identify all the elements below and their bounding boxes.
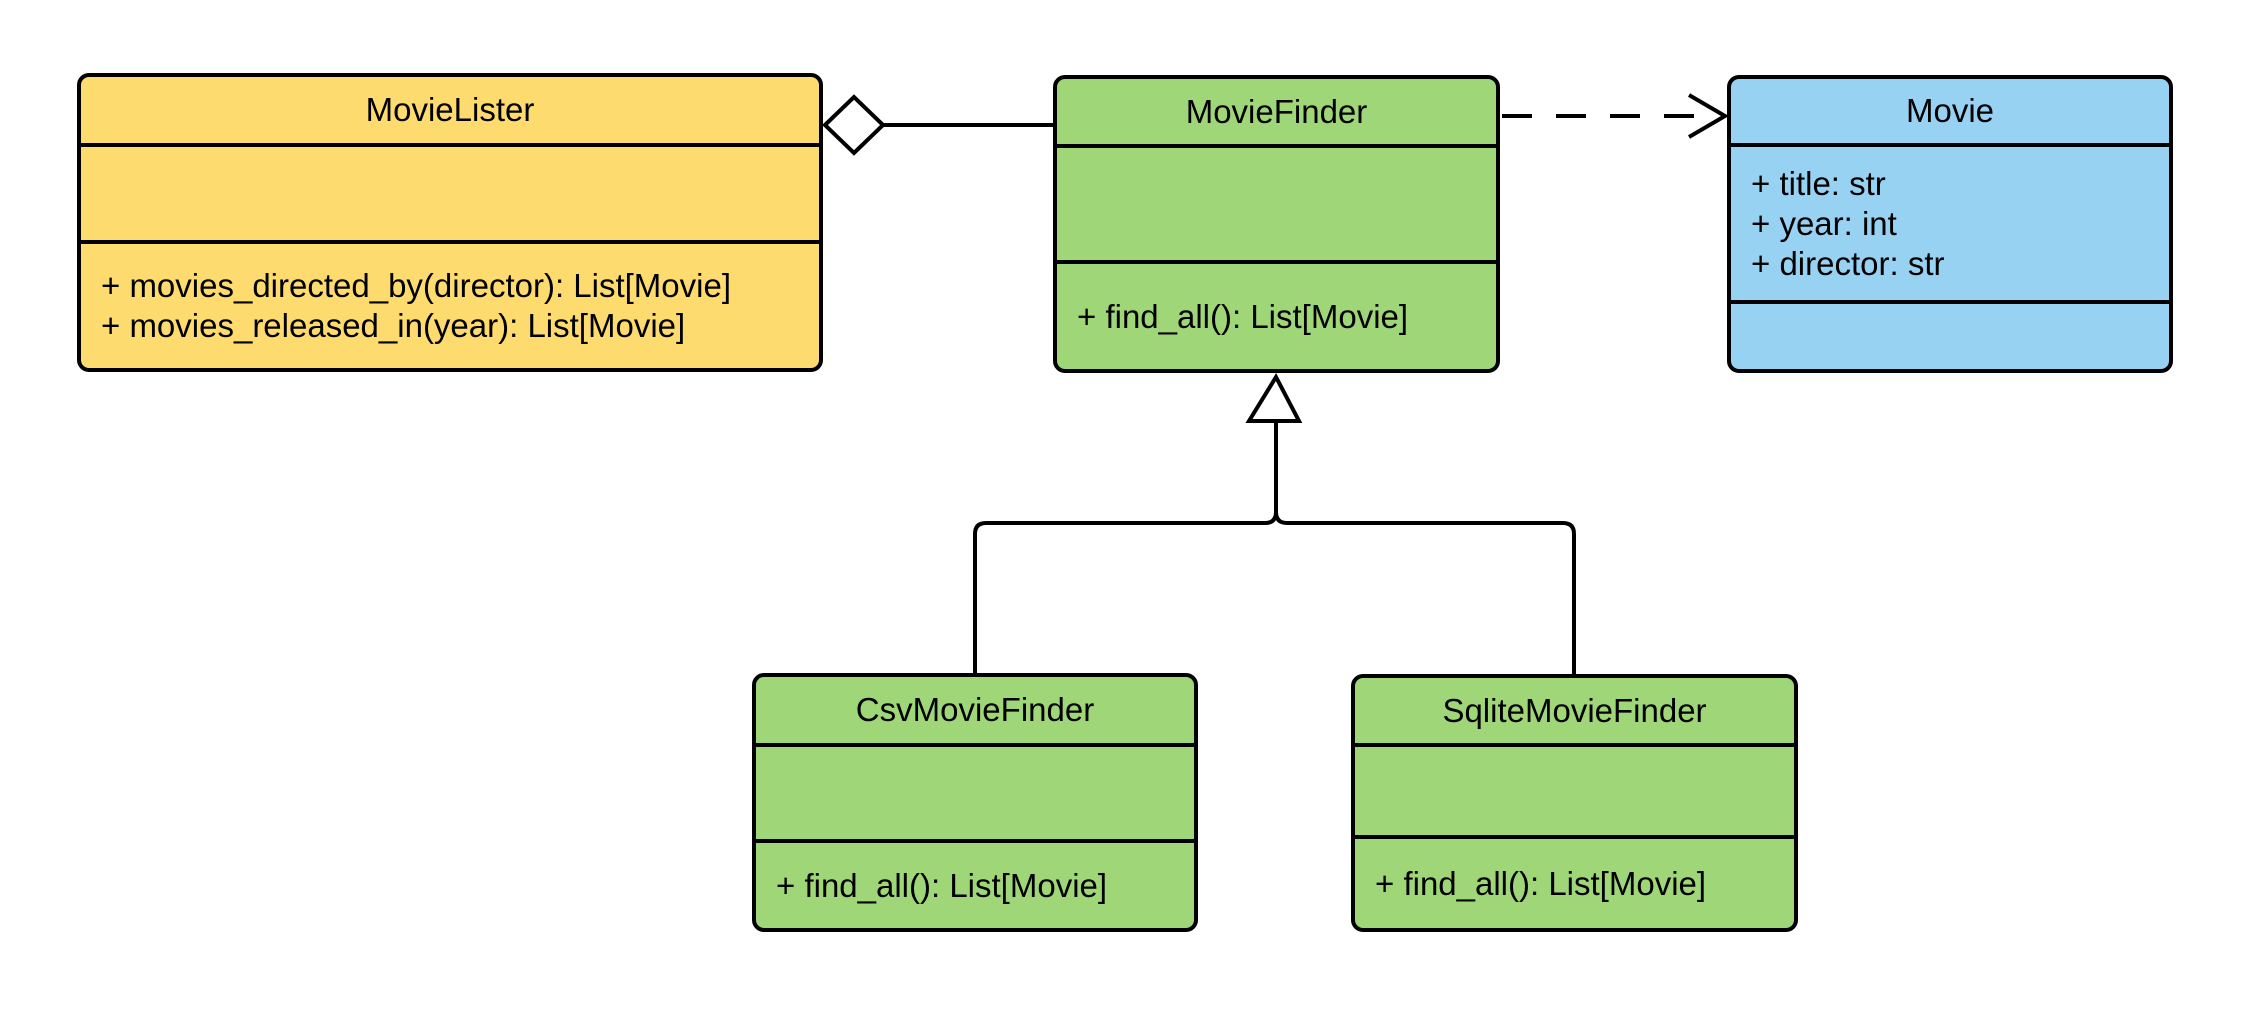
- class-title: CsvMovieFinder: [855, 691, 1095, 728]
- class-sqlitemoviefinder[interactable]: SqliteMovieFinder + find_all(): List[Mov…: [1351, 674, 1798, 932]
- class-methods-compartment: + find_all(): List[Movie]: [1355, 835, 1794, 928]
- class-methods-compartment: [1731, 300, 2169, 369]
- method-line: + movies_directed_by(director): List[Mov…: [101, 267, 731, 304]
- method-line: + find_all(): List[Movie]: [776, 866, 1108, 904]
- attribute-line: + director: str: [1751, 244, 1945, 282]
- class-csvmoviefinder[interactable]: CsvMovieFinder + find_all(): List[Movie]: [752, 673, 1198, 932]
- class-methods-compartment: + movies_directed_by(director): List[Mov…: [81, 240, 819, 368]
- class-title: Movie: [1905, 92, 1995, 129]
- class-movielister[interactable]: MovieLister + movies_directed_by(directo…: [77, 73, 823, 372]
- class-attributes-compartment: [81, 143, 819, 240]
- class-moviefinder[interactable]: MovieFinder + find_all(): List[Movie]: [1053, 75, 1500, 373]
- generalization-branch-sqlite: [1274, 511, 1576, 676]
- class-attributes-compartment: + title: str + year: int + director: str: [1731, 143, 2169, 300]
- class-attributes-compartment: [1057, 144, 1496, 260]
- method-line: + find_all(): List[Movie]: [1077, 297, 1409, 335]
- method-line: + movies_released_in(year): List[Movie]: [101, 307, 686, 344]
- class-title: MovieLister: [365, 91, 535, 128]
- class-methods-compartment: + find_all(): List[Movie]: [756, 839, 1194, 928]
- generalization-triangle-icon: [1245, 372, 1303, 423]
- edge-generalization-to-moviefinder[interactable]: [973, 372, 1576, 676]
- class-methods-compartment: + find_all(): List[Movie]: [1057, 260, 1496, 369]
- attribute-line: + title: str: [1751, 164, 1886, 202]
- aggregation-diamond-icon: [822, 94, 886, 156]
- class-attributes-compartment: [756, 743, 1194, 839]
- generalization-branch-csv: [973, 511, 1278, 675]
- attribute-line: + year: int: [1751, 204, 1897, 242]
- edge-dependency-moviefinder-movie[interactable]: [1502, 93, 1729, 139]
- class-attributes-compartment: [1355, 743, 1794, 835]
- class-movie[interactable]: Movie + title: str + year: int + directo…: [1727, 75, 2173, 373]
- class-title: SqliteMovieFinder: [1442, 691, 1707, 729]
- class-title: MovieFinder: [1185, 92, 1368, 130]
- method-line: + find_all(): List[Movie]: [1375, 864, 1707, 902]
- dependency-open-arrow-icon: [1687, 93, 1729, 139]
- edge-aggregation-movielister-moviefinder[interactable]: [822, 94, 1055, 156]
